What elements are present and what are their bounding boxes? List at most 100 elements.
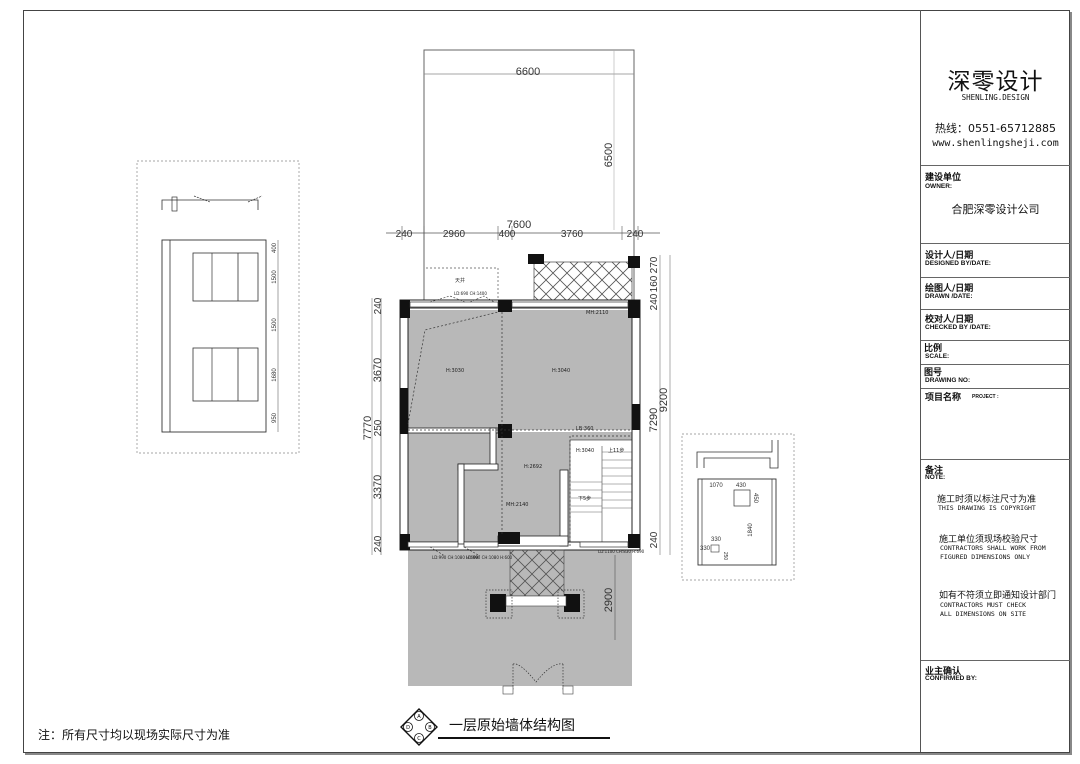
beam-label: LB:360 bbox=[576, 426, 593, 432]
window-label-bottom-3: LD:1100 CH:830 H:690 bbox=[598, 549, 645, 554]
title-underline bbox=[438, 737, 610, 739]
detail-dim-7: 250 bbox=[722, 552, 728, 561]
note-1-cn: 施工时须以标注尺寸为准 bbox=[937, 495, 1037, 505]
drawn-label-cn: 绘图人/日期 bbox=[925, 284, 974, 294]
window-swing-lines bbox=[429, 295, 495, 557]
dim-right-total: 9200 bbox=[658, 388, 670, 412]
detail-dim-2: 430 bbox=[736, 483, 747, 489]
front-gate bbox=[485, 589, 585, 690]
gate-post-left bbox=[502, 685, 514, 695]
detail-dim-3: 450 bbox=[752, 493, 758, 504]
footer-note: 注：所有尺寸均以现场实际尺寸为准 bbox=[38, 728, 231, 742]
dim-courtyard-width: 6600 bbox=[516, 66, 540, 78]
stair-down-label: 下5步 bbox=[578, 496, 591, 502]
note-1-en: THIS DRAWING IS COPYRIGHT bbox=[938, 504, 1036, 512]
website: www.shenlingsheji.com bbox=[932, 138, 1059, 149]
designed-row bbox=[921, 243, 1070, 278]
note-2-en: CONTRACTORS SHALL WORK FROM FIGURED DIME… bbox=[940, 544, 1046, 561]
compass-letter-d: D bbox=[406, 725, 410, 731]
dim-right-4: 7290 bbox=[648, 408, 660, 432]
notes-section bbox=[921, 459, 1070, 661]
company-name-cn: 深零设计 bbox=[947, 69, 1044, 95]
windows bbox=[407, 301, 629, 548]
elev-dim-4: 1680 bbox=[272, 368, 278, 382]
drawing-no-row bbox=[921, 364, 1070, 389]
designed-label-en: DESIGNED BY/DATE: bbox=[925, 260, 991, 267]
drawing-no-label-en: DRAWING NO: bbox=[925, 377, 971, 384]
dim-top-2: 2960 bbox=[443, 229, 466, 240]
stair-up-label: 上11步 bbox=[608, 447, 624, 454]
detail-dim-5: 330 bbox=[711, 537, 722, 543]
window-label-top: MH:2110 bbox=[586, 310, 608, 316]
staircase bbox=[569, 439, 633, 547]
dim-top-1: 240 bbox=[396, 229, 413, 240]
title-block: 深零设计 SHENLING.DESIGN 热线：0551-65712885 ww… bbox=[920, 10, 1070, 752]
window-label-bottom-2: LD:990 CH:1080 H:600 bbox=[466, 555, 513, 560]
owner-name: 合肥深零设计公司 bbox=[951, 203, 1040, 216]
top-dimension-chain bbox=[386, 226, 660, 240]
columns bbox=[400, 254, 640, 612]
skylight-label: 天井 bbox=[455, 277, 465, 284]
dim-courtyard-depth: 6500 bbox=[603, 143, 615, 167]
dim-front-depth: 2900 bbox=[603, 588, 615, 612]
drawing-title: 一层原始墙体结构图 bbox=[449, 718, 575, 734]
owner-label-en: OWNER: bbox=[925, 183, 953, 190]
hotline: 热线：0551-65712885 bbox=[935, 122, 1056, 135]
dim-right-5: 240 bbox=[649, 531, 660, 548]
entrance-crosshatch bbox=[509, 549, 565, 597]
compass-letter-a: A bbox=[417, 714, 421, 720]
right-detail bbox=[681, 433, 795, 581]
window-label-bottom-1: LD:990 CH:1080 H:600 bbox=[432, 555, 479, 560]
elev-dim-2: 1500 bbox=[272, 270, 278, 284]
left-dimension-chain bbox=[371, 298, 382, 555]
note-3-en: CONTRACTORS MUST CHECK ALL DIMENSIONS ON… bbox=[940, 601, 1027, 618]
elev-dim-3: 1500 bbox=[272, 318, 278, 332]
dim-left-4: 3370 bbox=[372, 475, 384, 499]
scale-label-cn: 比例 bbox=[924, 344, 943, 354]
compass-letter-c: C bbox=[417, 736, 421, 742]
checked-label-en: CHECKED BY /DATE: bbox=[925, 324, 991, 331]
room-label-center: H:2692 bbox=[524, 464, 542, 470]
title-block-logo-section bbox=[921, 10, 1070, 166]
confirmed-label-en: CONFIRMED BY: bbox=[925, 675, 977, 682]
dim-top-5: 240 bbox=[627, 229, 644, 240]
left-elevation-detail bbox=[136, 160, 300, 454]
elev-dim-5: 950 bbox=[272, 412, 278, 423]
owner-label-cn: 建设单位 bbox=[925, 173, 962, 183]
dim-overall-width: 7600 bbox=[507, 219, 531, 231]
dim-left-5: 240 bbox=[373, 535, 384, 552]
dim-right-3: 240 bbox=[649, 293, 660, 310]
dim-left-1: 240 bbox=[373, 297, 384, 314]
project-label-cn: 项目名称 bbox=[925, 393, 962, 403]
door-label-center: MH:2140 bbox=[506, 502, 528, 508]
dim-right-1: 270 bbox=[649, 256, 660, 273]
dim-left-2: 3670 bbox=[372, 358, 384, 382]
company-name-en: SHENLING.DESIGN bbox=[961, 93, 1030, 102]
dim-right-2: 160 bbox=[649, 275, 660, 292]
compass-symbol bbox=[400, 708, 438, 746]
confirmed-label-cn: 业主确认 bbox=[925, 667, 962, 677]
room-label-stair: H:3040 bbox=[576, 448, 594, 454]
note-label-en: NOTE: bbox=[925, 474, 946, 481]
dim-top-4: 3760 bbox=[561, 229, 584, 240]
drawn-label-en: DRAWN /DATE: bbox=[925, 293, 973, 300]
compass-letter-b: B bbox=[428, 725, 432, 731]
dim-left-total: 7770 bbox=[362, 416, 374, 440]
dashed-beams bbox=[407, 311, 632, 546]
note-2-cn: 施工单位须现场校验尺寸 bbox=[939, 535, 1039, 545]
scale-row bbox=[921, 340, 1070, 365]
room-label-left-top: H:3030 bbox=[446, 368, 464, 374]
right-dimension-chain bbox=[659, 255, 671, 555]
checked-label-cn: 校对人/日期 bbox=[925, 315, 974, 325]
designed-label-cn: 设计人/日期 bbox=[925, 251, 974, 261]
window-label-top-left: LD:690 CH:1400 bbox=[454, 291, 487, 296]
drawing-no-label-cn: 图号 bbox=[924, 368, 943, 378]
dim-top-3: 400 bbox=[499, 229, 516, 240]
note-3-cn: 如有不符须立即通知设计部门 bbox=[939, 591, 1057, 601]
detail-dim-4: 1840 bbox=[748, 523, 754, 537]
gate-post-right bbox=[562, 685, 574, 695]
dim-left-3: 250 bbox=[373, 419, 384, 436]
detail-dim-1: 1070 bbox=[709, 483, 723, 489]
drawing-frame bbox=[23, 10, 1070, 753]
